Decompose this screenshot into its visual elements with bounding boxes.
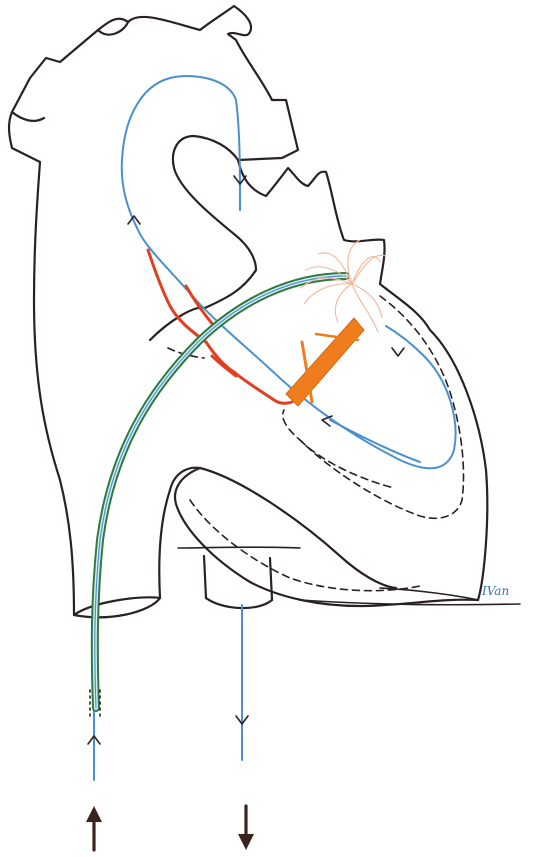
outflow-arrow-icon — [238, 806, 254, 850]
heart-outline — [9, 6, 520, 617]
flow-arrow-icon — [392, 348, 404, 356]
inflow-arrow-icon — [86, 806, 102, 850]
flow-arrows — [88, 176, 404, 744]
ablation-probe — [286, 318, 364, 406]
tissue-burst — [300, 240, 386, 332]
blood-flow-paths — [94, 76, 456, 780]
catheter — [90, 276, 346, 716]
artist-signature: IVan — [482, 584, 509, 598]
